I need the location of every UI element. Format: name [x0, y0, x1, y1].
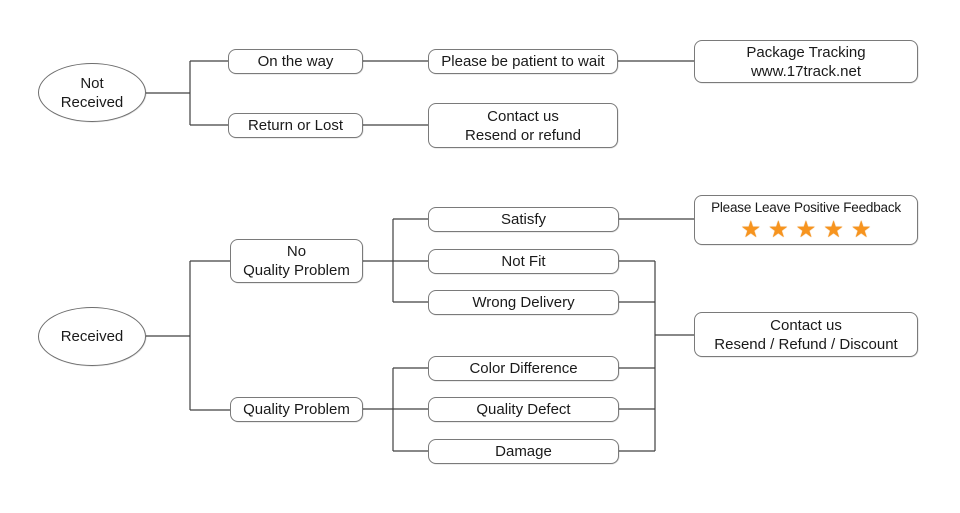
node-no-quality-problem-line1: No: [286, 243, 307, 260]
node-contact-resend-line1: Contact us: [487, 107, 559, 125]
node-contact-discount-line1: Contact us: [770, 316, 842, 334]
node-contact-discount: Contact us Resend / Refund / Discount: [694, 312, 918, 357]
node-package-tracking-url: www.17track.net: [750, 62, 862, 80]
node-contact-resend: Contact us Resend or refund: [428, 103, 618, 148]
node-on-the-way: On the way: [228, 49, 363, 74]
node-quality-defect: Quality Defect: [428, 397, 619, 422]
node-package-tracking-line1: Package Tracking: [746, 43, 866, 61]
node-wrong-delivery: Wrong Delivery: [428, 290, 619, 315]
node-quality-problem-label: Quality Problem: [243, 401, 350, 418]
five-star-rating-icons: ★★★★★: [740, 216, 879, 242]
node-quality-problem: Quality Problem: [230, 397, 363, 422]
node-please-wait-label: Please be patient to wait: [441, 53, 605, 70]
node-positive-feedback-label: Please Leave Positive Feedback: [711, 200, 901, 215]
node-not-received-line1: Not: [80, 74, 104, 92]
node-not-received: Not Received: [38, 63, 146, 122]
node-positive-feedback: Please Leave Positive Feedback ★★★★★: [694, 195, 918, 245]
node-contact-discount-line2: Resend / Refund / Discount: [714, 335, 898, 353]
node-not-fit-label: Not Fit: [501, 253, 546, 270]
node-color-difference-label: Color Difference: [469, 360, 578, 377]
node-received: Received: [38, 307, 146, 366]
node-not-fit: Not Fit: [428, 249, 619, 274]
node-wrong-delivery-label: Wrong Delivery: [472, 294, 575, 311]
node-contact-resend-line2: Resend or refund: [465, 126, 581, 144]
node-please-wait: Please be patient to wait: [428, 49, 618, 74]
node-no-quality-problem-line2: Quality Problem: [243, 262, 350, 279]
node-damage-label: Damage: [495, 443, 552, 460]
node-no-quality-problem: No Quality Problem: [230, 239, 363, 283]
node-return-or-lost-label: Return or Lost: [247, 117, 344, 134]
node-received-label: Received: [60, 328, 124, 345]
node-not-received-line2: Received: [60, 93, 124, 111]
node-on-the-way-label: On the way: [257, 53, 334, 70]
node-color-difference: Color Difference: [428, 356, 619, 381]
node-satisfy-label: Satisfy: [500, 211, 546, 228]
node-package-tracking: Package Tracking www.17track.net: [694, 40, 918, 83]
node-quality-defect-label: Quality Defect: [476, 401, 571, 418]
node-return-or-lost: Return or Lost: [228, 113, 363, 138]
node-damage: Damage: [428, 439, 619, 464]
node-satisfy: Satisfy: [428, 207, 619, 232]
